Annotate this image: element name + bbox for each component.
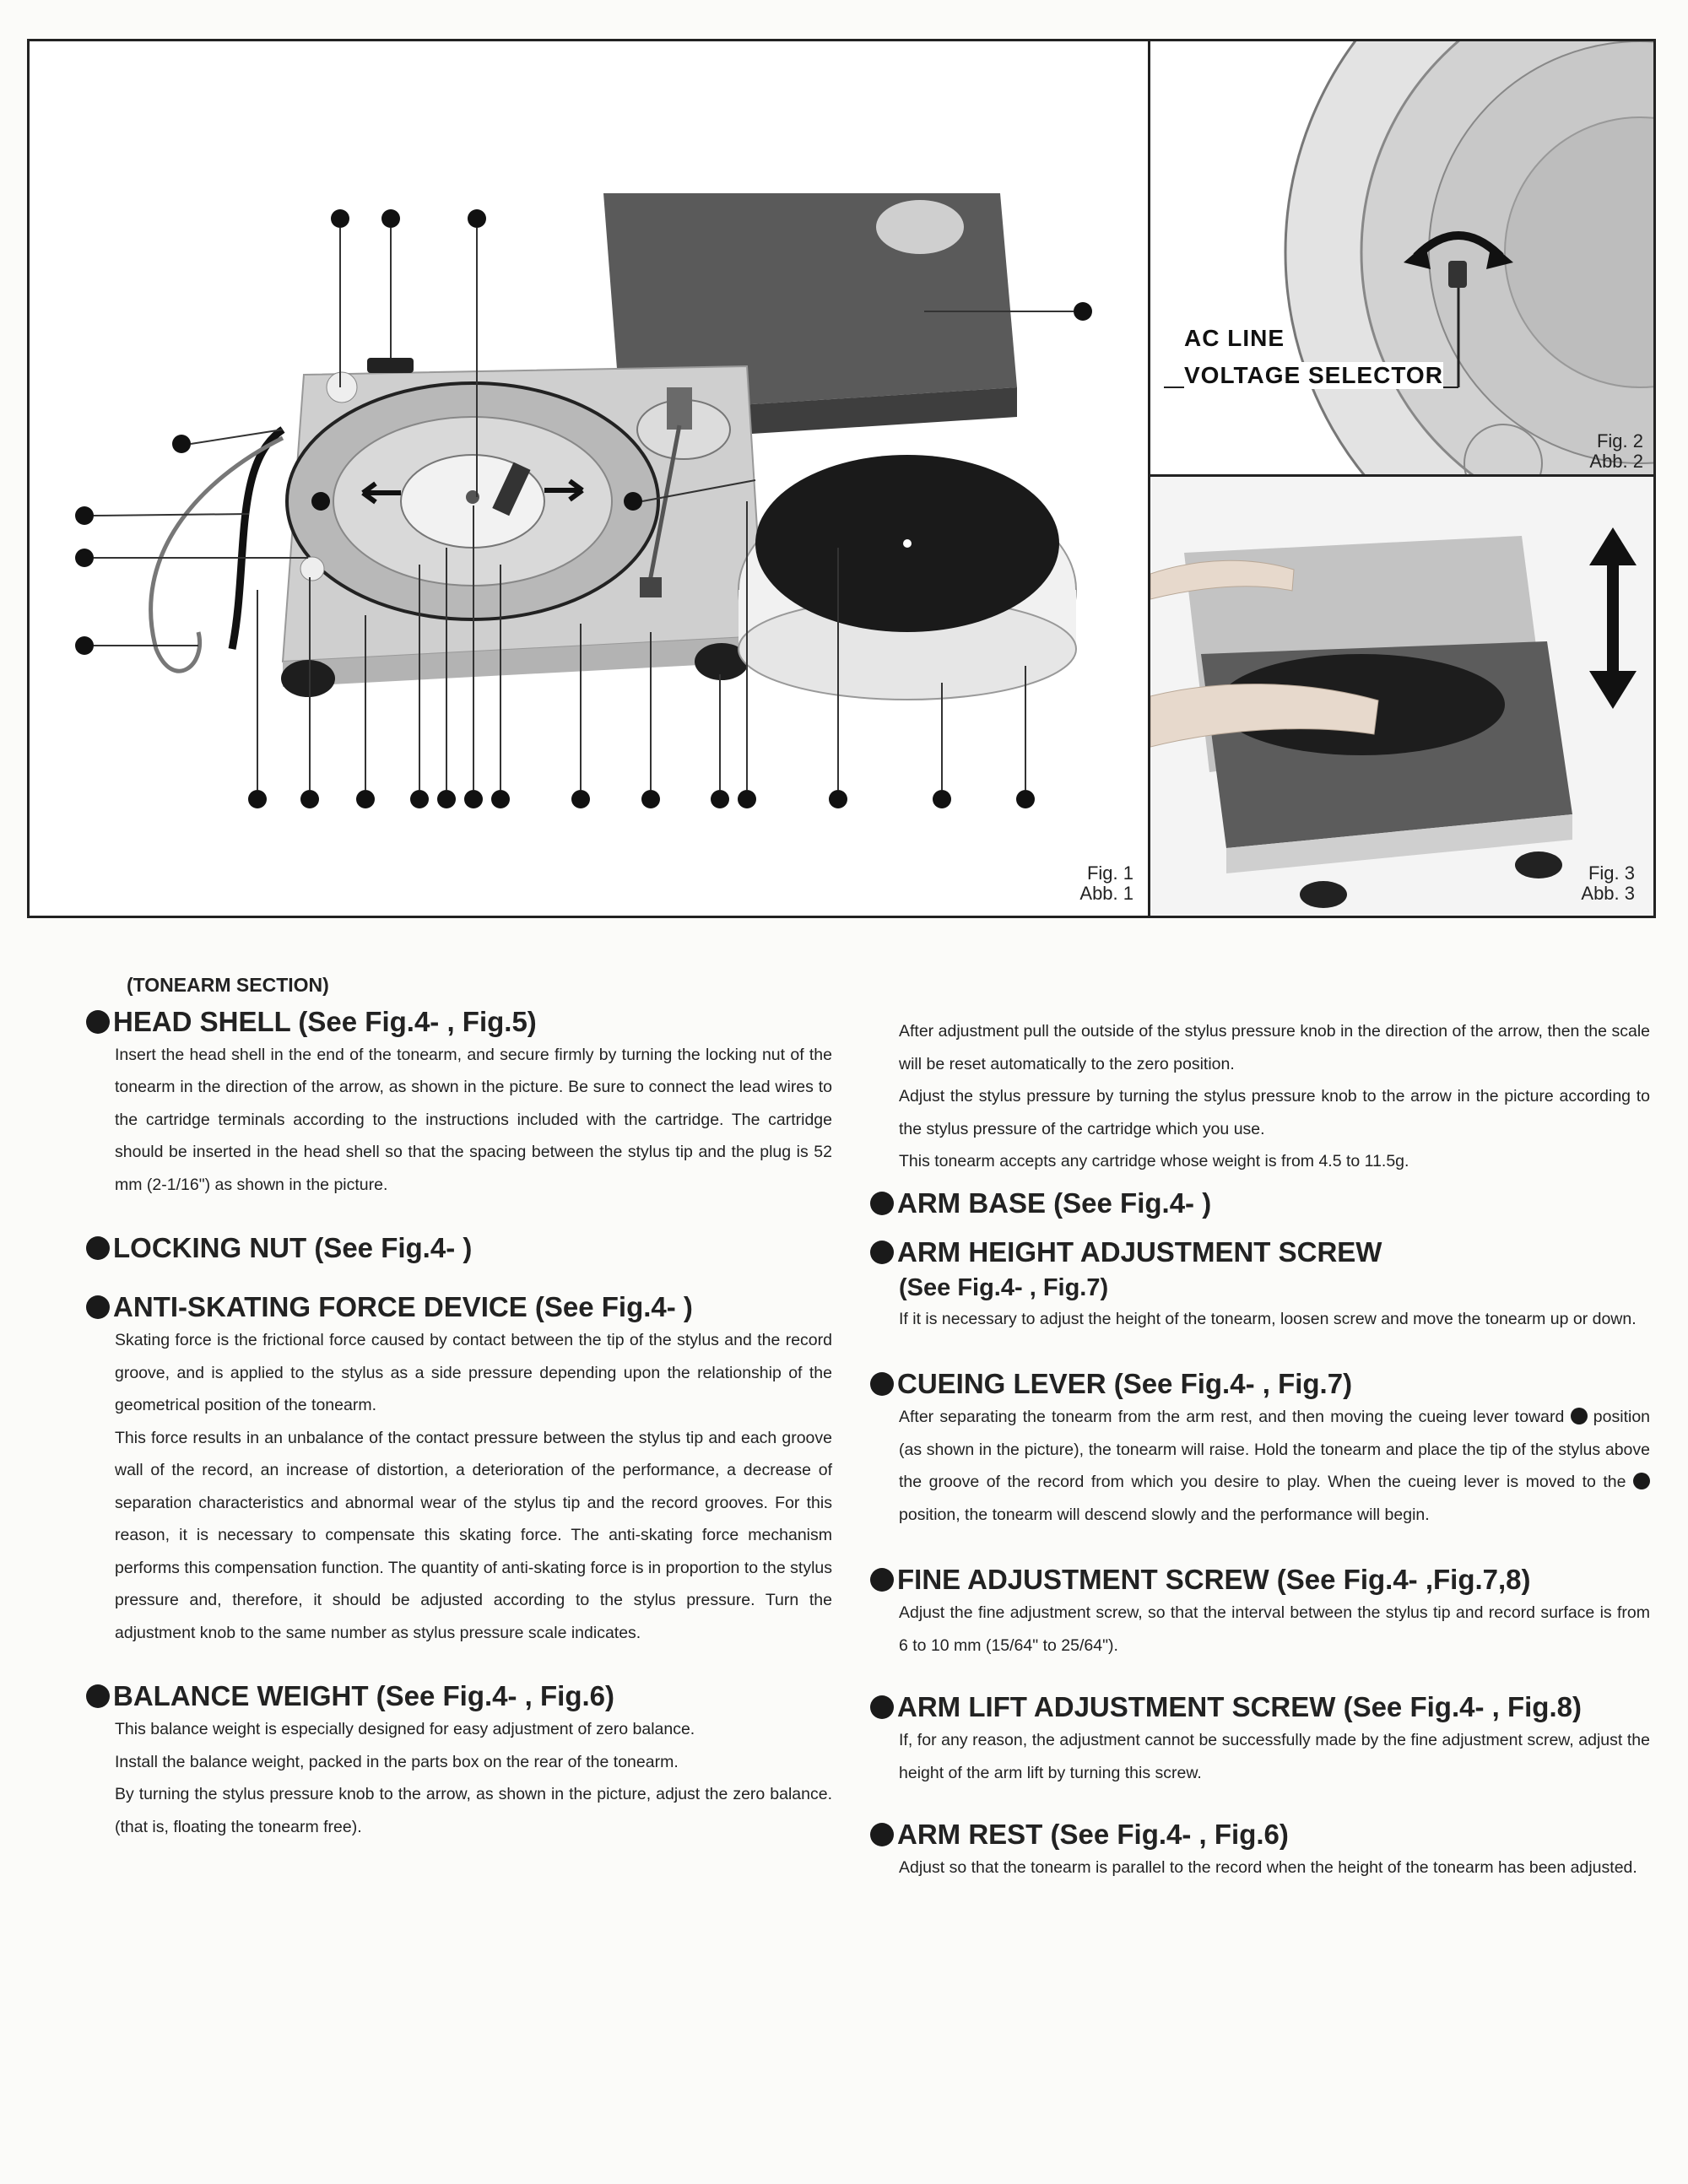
start-stop-lever bbox=[367, 358, 414, 373]
knob-front-left bbox=[300, 556, 325, 581]
paragraph-arm-rest: Adjust so that the tonearm is parallel t… bbox=[899, 1858, 1637, 1877]
dust-cover-reflection bbox=[876, 200, 964, 254]
mat-center-hole bbox=[903, 539, 912, 548]
figure-2-voltage-selector: AC LINE VOLTAGE SELECTOR Fig. 2 Abb. 2 bbox=[1148, 39, 1656, 481]
turntable-plinth bbox=[1226, 814, 1572, 873]
down-arrow-head bbox=[1589, 671, 1637, 709]
caption-de: Abb. 3 bbox=[1581, 883, 1635, 904]
paragraph-balance-weight-1: This balance weight is especially design… bbox=[115, 1720, 695, 1738]
head-shell bbox=[640, 577, 662, 597]
paragraph-continued-2: Adjust the stylus pressure by turning th… bbox=[899, 1087, 1650, 1138]
paragraph-head-shell: Insert the head shell in the end of the … bbox=[115, 1045, 832, 1194]
turntable-illustration bbox=[75, 193, 1092, 808]
heading-arm-height: ARM HEIGHT ADJUSTMENT SCREW bbox=[870, 1235, 1650, 1269]
figure-1-caption: Fig. 1 Abb. 1 bbox=[1079, 863, 1133, 904]
paragraph-continued-1: After adjustment pull the outside of the… bbox=[899, 1022, 1650, 1073]
caption-de: Abb. 2 bbox=[1589, 451, 1643, 472]
item-number-icon bbox=[870, 1240, 894, 1264]
item-number-icon bbox=[870, 1568, 894, 1592]
paragraph-balance-weight-3: By turning the stylus pressure knob to t… bbox=[115, 1785, 832, 1836]
paragraph-fine-adjustment: Adjust the fine adjustment screw, so tha… bbox=[899, 1603, 1650, 1655]
item-number-icon bbox=[870, 1191, 894, 1215]
foot-right bbox=[1515, 851, 1562, 878]
hand-lower bbox=[1150, 684, 1379, 748]
figure-3-caption: Fig. 3 Abb. 3 bbox=[1581, 863, 1635, 904]
callout-markers-bottom bbox=[248, 790, 1035, 808]
turntable-base-front bbox=[283, 636, 764, 687]
heading-anti-skating: ANTI-SKATING FORCE DEVICE (See Fig.4- ) bbox=[86, 1290, 832, 1324]
heading-locking-nut: LOCKING NUT (See Fig.4- ) bbox=[86, 1231, 832, 1265]
heading-head-shell: HEAD SHELL (See Fig.4- , Fig.5) bbox=[86, 1005, 832, 1039]
paragraph-arm-height: If it is necessary to adjust the height … bbox=[899, 1309, 1637, 1328]
paragraph-continued-3: This tonearm accepts any cartridge whose… bbox=[899, 1152, 1409, 1170]
platter-magnet bbox=[492, 462, 531, 516]
tonearm bbox=[647, 424, 682, 582]
up-arrow-head bbox=[1589, 527, 1637, 565]
heading-arm-lift: ARM LIFT ADJUSTMENT SCREW (See Fig.4- , … bbox=[870, 1690, 1650, 1724]
signal-cable bbox=[149, 435, 284, 673]
platter-underside-center bbox=[1504, 116, 1653, 388]
down-position-icon bbox=[1633, 1473, 1650, 1489]
item-number-icon bbox=[870, 1695, 894, 1719]
heading-arm-height-ref: (See Fig.4- , Fig.7) bbox=[899, 1273, 1109, 1301]
item-number-icon bbox=[86, 1295, 110, 1319]
callout-lines-bottom bbox=[257, 501, 1026, 790]
voltage-label-line2: VOLTAGE SELECTOR bbox=[1184, 362, 1443, 389]
paragraph-anti-skating-1: Skating force is the frictional force ca… bbox=[115, 1331, 832, 1414]
hole-bottom bbox=[1463, 424, 1543, 478]
right-text-column: After adjustment pull the outside of the… bbox=[870, 1015, 1651, 1884]
callout-markers-top bbox=[75, 209, 1092, 655]
rotate-arrow-head-right bbox=[1486, 244, 1513, 269]
item-number-icon bbox=[870, 1372, 894, 1396]
rotate-arrow-head-left bbox=[1404, 244, 1431, 269]
heading-arm-base: ARM BASE (See Fig.4- ) bbox=[870, 1187, 1650, 1220]
item-number-icon bbox=[86, 1009, 110, 1034]
heading-fine-adjustment: FINE ADJUSTMENT SCREW (See Fig.4- ,Fig.7… bbox=[870, 1563, 1650, 1597]
foot-left bbox=[1300, 881, 1347, 908]
figure-2-caption: Fig. 2 Abb. 2 bbox=[1589, 431, 1643, 472]
item-number-icon bbox=[86, 1236, 110, 1260]
foot-front-right bbox=[695, 643, 749, 680]
caption-de: Abb. 1 bbox=[1079, 883, 1133, 904]
item-number-icon bbox=[870, 1823, 894, 1846]
paragraph-cueing-lever: After separating the tonearm from the ar… bbox=[899, 1408, 1651, 1524]
section-label: (TONEARM SECTION) bbox=[127, 974, 329, 996]
figure-1-turntable-overview: Fig. 1 Abb. 1 bbox=[27, 39, 1155, 918]
item-number-icon bbox=[86, 1684, 110, 1708]
left-text-column: (TONEARM SECTION) HEAD SHELL (See Fig.4-… bbox=[86, 969, 832, 1843]
paragraph-balance-weight-2: Install the balance weight, packed in th… bbox=[115, 1752, 679, 1771]
paragraph-anti-skating-2: This force results in an unbalance of th… bbox=[115, 1428, 832, 1642]
heading-arm-rest: ARM REST (See Fig.4- , Fig.6) bbox=[870, 1818, 1650, 1852]
knob-rear-left bbox=[326, 371, 358, 403]
selector-switch bbox=[1448, 261, 1467, 288]
up-position-icon bbox=[1570, 1408, 1588, 1424]
voltage-selector-illustration bbox=[1164, 41, 1653, 478]
dust-cover-photo bbox=[1150, 477, 1653, 916]
tonearm-counterweight bbox=[667, 387, 692, 430]
arrow-right bbox=[544, 478, 584, 502]
voltage-label-line1: AC LINE bbox=[1184, 325, 1285, 351]
hand-upper bbox=[1150, 560, 1295, 600]
arrow-left bbox=[361, 481, 401, 505]
figure-3-dust-cover-handling: Fig. 3 Abb. 3 bbox=[1148, 474, 1656, 918]
heading-cueing-lever: CUEING LEVER (See Fig.4- , Fig.7) bbox=[870, 1367, 1650, 1401]
foot-front-left bbox=[281, 660, 335, 697]
paragraph-arm-lift: If, for any reason, the adjustment canno… bbox=[899, 1731, 1650, 1782]
callout-lines bbox=[93, 228, 1074, 646]
caption-en: Fig. 2 bbox=[1596, 430, 1643, 451]
caption-en: Fig. 3 bbox=[1588, 862, 1635, 884]
heading-balance-weight: BALANCE WEIGHT (See Fig.4- , Fig.6) bbox=[86, 1679, 832, 1713]
caption-en: Fig. 1 bbox=[1086, 862, 1133, 884]
